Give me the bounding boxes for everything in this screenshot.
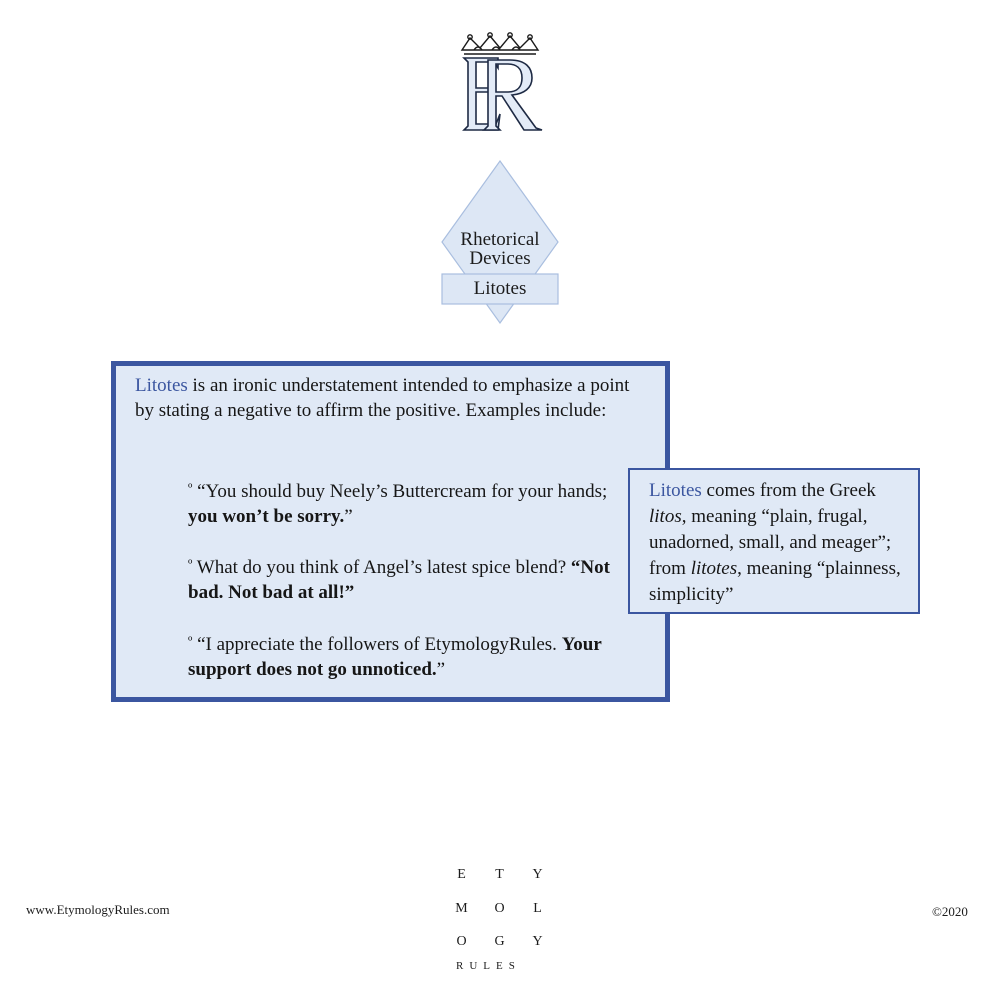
greek-word-litotes: litotes: [690, 558, 738, 579]
wordmark-letter: Y: [532, 934, 544, 949]
copyright: ©2020: [932, 904, 968, 919]
wordmark-letter: L: [533, 901, 543, 916]
crown-icon: [460, 32, 540, 55]
bullet-marker: º: [188, 635, 193, 650]
website-url: www.EtymologyRules.com: [26, 902, 170, 917]
example-item: º What do you think of Angel’s latest sp…: [188, 553, 618, 605]
etymology-text: Litotes comes from the Greek litos, mean…: [649, 478, 911, 608]
example-bold: you won’t be sorry.: [188, 506, 345, 527]
wordmark-letter: G: [494, 934, 506, 949]
example-plain: “You should buy Neely’s Buttercream for …: [197, 481, 608, 502]
bullet-marker: º: [188, 558, 193, 573]
example-item: º “I appreciate the followers of Etymolo…: [188, 630, 618, 682]
definition-text: is an ironic understatement intended to …: [135, 375, 630, 421]
example-tail: ”: [436, 659, 446, 680]
definition-intro: Litotes is an ironic understatement inte…: [135, 373, 635, 423]
wordmark-letter: M: [455, 901, 469, 916]
greek-word-litos: litos: [649, 506, 682, 527]
etymology-part: , meaning “plain, frugal, unadorned, sma…: [649, 506, 892, 579]
etymology-part: , meaning “plainness, simplicity”: [649, 558, 901, 605]
etymology-rules-logo: [460, 32, 543, 131]
rhetorical-devices-badge: [441, 160, 559, 325]
etymology-box: [628, 468, 920, 614]
bullet-marker: º: [188, 482, 193, 497]
wordmark-letter: Y: [532, 867, 544, 882]
badge-subtitle: Litotes: [473, 278, 527, 299]
wordmark-letter: E: [457, 867, 467, 882]
etymology-part: comes from the Greek: [701, 480, 876, 501]
etymology-term: Litotes: [649, 480, 702, 501]
wordmark-letter: O: [494, 901, 506, 916]
er-monogram: [462, 57, 543, 131]
example-plain: What do you think of Angel’s latest spic…: [196, 557, 571, 578]
wordmark-letter: T: [495, 867, 505, 882]
example-item: º “You should buy Neely’s Buttercream fo…: [188, 477, 618, 529]
example-bold: Your support does not go unnoticed.: [188, 634, 602, 680]
example-plain: “I appreciate the followers of Etymology…: [197, 634, 562, 655]
definition-term: Litotes: [135, 375, 188, 396]
badge-title: Rhetorical Devices: [460, 229, 540, 269]
wordmark-rules: RULES: [456, 960, 521, 972]
example-bold: “Not bad. Not bad at all!”: [188, 557, 610, 603]
example-tail: ”: [344, 506, 353, 527]
wordmark-letter: O: [456, 934, 468, 949]
definition-box: [111, 361, 670, 702]
